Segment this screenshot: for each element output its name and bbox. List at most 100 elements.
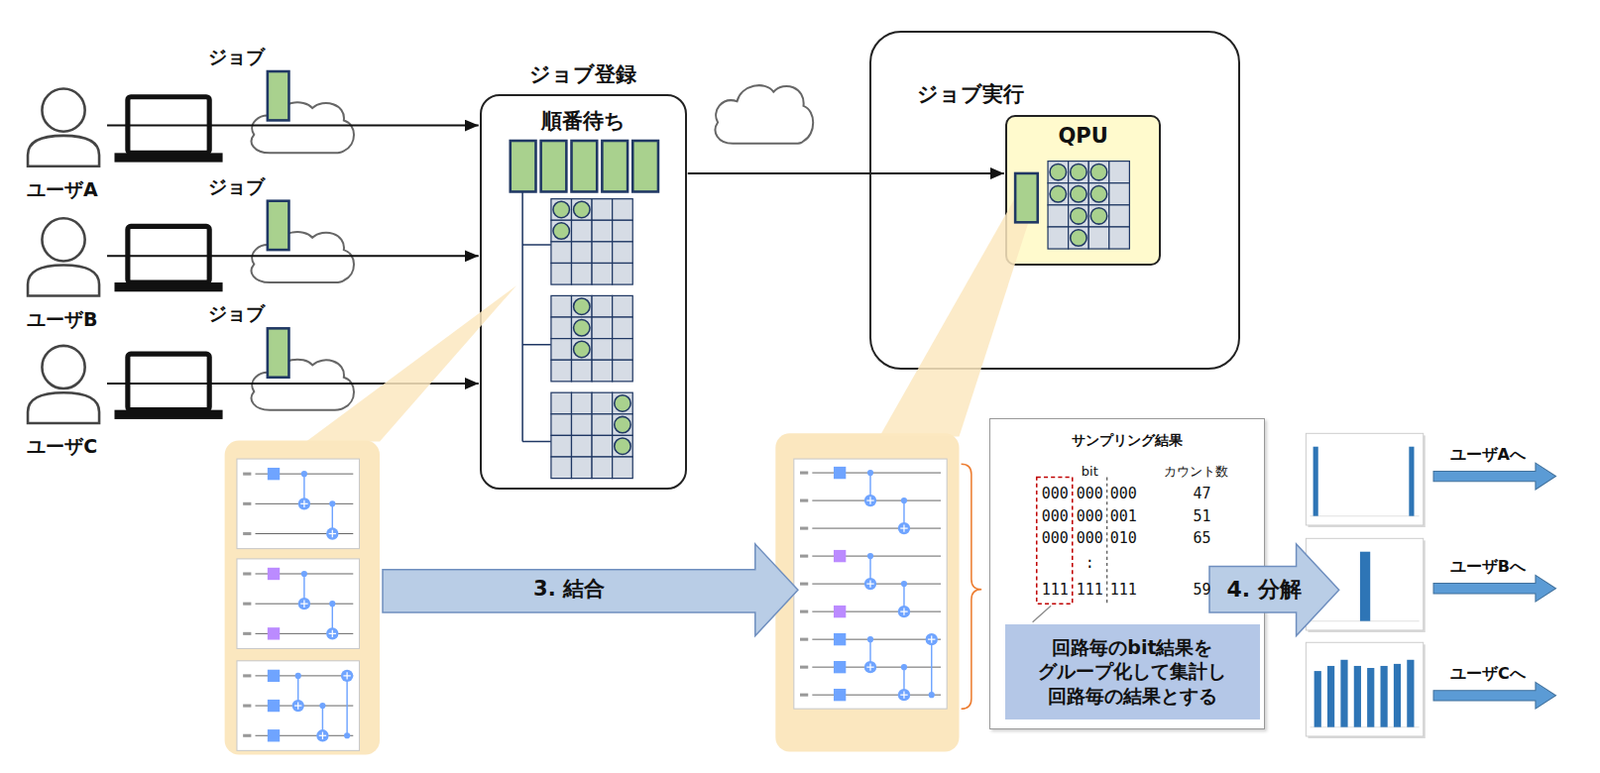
table-cell: 47 [1193,484,1212,503]
control-dot [867,469,874,476]
laptop-base [114,410,223,420]
qubit-label-mark [800,499,808,503]
qubit-cell [1088,161,1110,184]
control-dot [867,553,874,560]
note-callout: 回路毎のbit結果を グループ化して集計し 回路毎の結果とする [1005,624,1260,720]
gate [267,568,280,580]
chart-frame [1305,433,1423,526]
user-head [41,345,85,389]
qubit-cell [551,457,572,479]
target [316,729,329,742]
used-qubit [1070,186,1087,203]
table-cell: 111 [1110,580,1138,599]
target-plus [322,732,324,740]
arrow-body [1209,544,1340,637]
control-dot [867,636,874,643]
qubit-label-mark [242,571,251,575]
qubit-cell [571,317,592,340]
target [864,577,877,590]
output-arrow [1433,574,1556,602]
output-arrow [1433,682,1556,709]
qubit-cell [551,220,572,242]
gate [267,729,280,742]
qubit-cell [1068,227,1090,249]
used-qubit [573,201,590,218]
chart-bar [1360,552,1371,622]
gate [833,688,846,701]
table-cell: 000 [1076,484,1104,503]
laptop-screen [127,353,210,411]
qubit-cell [1109,205,1131,228]
qubit-cell [591,414,613,437]
user-icon [27,345,100,424]
chart-axis [1310,515,1420,517]
job-block [267,328,290,377]
target-plus [869,496,871,504]
generated-overlay [510,140,1131,479]
circuit-frame [236,661,359,752]
table-cell: 000 [1110,484,1138,503]
used-qubit [573,298,590,315]
qubit-label-mark [242,602,251,606]
flow-connector [107,124,479,127]
qubit-label-mark [800,582,808,586]
group-heading: ジョブ登録 [529,62,637,88]
queued-job [601,140,628,192]
job-label: ジョブ [208,175,265,199]
qubit-label-mark [800,610,808,614]
qubit-cell [591,295,613,318]
target-plus [345,672,347,680]
chart-frame [1305,642,1423,737]
laptop-base [114,152,223,162]
used-qubit [553,201,570,218]
qubit-cell [612,414,634,437]
table-cell: 000 [1076,507,1104,526]
qubit-cell [551,414,572,437]
used-qubit [1049,186,1066,203]
qubit-cell [551,317,572,340]
laptop-screen [127,226,210,283]
gate [267,627,280,640]
qubit-cell [1088,183,1110,206]
qubit-cell [591,262,613,285]
qubit-cell [571,359,592,382]
qubit-label-mark [242,472,251,476]
queued-job [541,140,568,192]
qpu-qubit-map [1047,161,1130,249]
qubit-cell [1047,205,1069,228]
used-qubit [553,223,570,239]
circuit-image [794,458,947,709]
qubit-label-mark [242,532,251,536]
qubit-cell [1068,183,1090,206]
qubit-cell [591,359,613,382]
qubit-cell [551,339,572,361]
control-dot [901,580,908,587]
control-dot [329,600,336,607]
table-cell: 111 [1041,580,1069,599]
qubit-map [551,295,633,381]
target [898,522,911,535]
qubit-map [551,392,633,478]
qubit-cell [1047,161,1069,184]
qubit-cell [612,295,634,318]
control-dot [301,470,308,477]
node-text: サンプリング結果 [1071,432,1183,450]
qubit-cell [1109,183,1131,206]
target-plus [869,579,871,587]
qubit-cell [591,317,613,340]
combine-arrow: 3. 結合 [382,544,799,637]
circuit-image [236,559,359,650]
target-plus [903,524,905,532]
qubit-cell [612,199,634,222]
user-body [27,265,100,297]
circuit-image [236,458,359,550]
chart-bar [1340,660,1348,728]
qubit-cell [571,241,592,264]
qubit-cell [612,262,634,285]
qubit-cell [1088,205,1110,228]
qubit-cell [1047,227,1069,249]
qubit-cell [591,339,613,361]
qubit-cell [612,317,634,340]
qubit-cell [1068,161,1090,184]
